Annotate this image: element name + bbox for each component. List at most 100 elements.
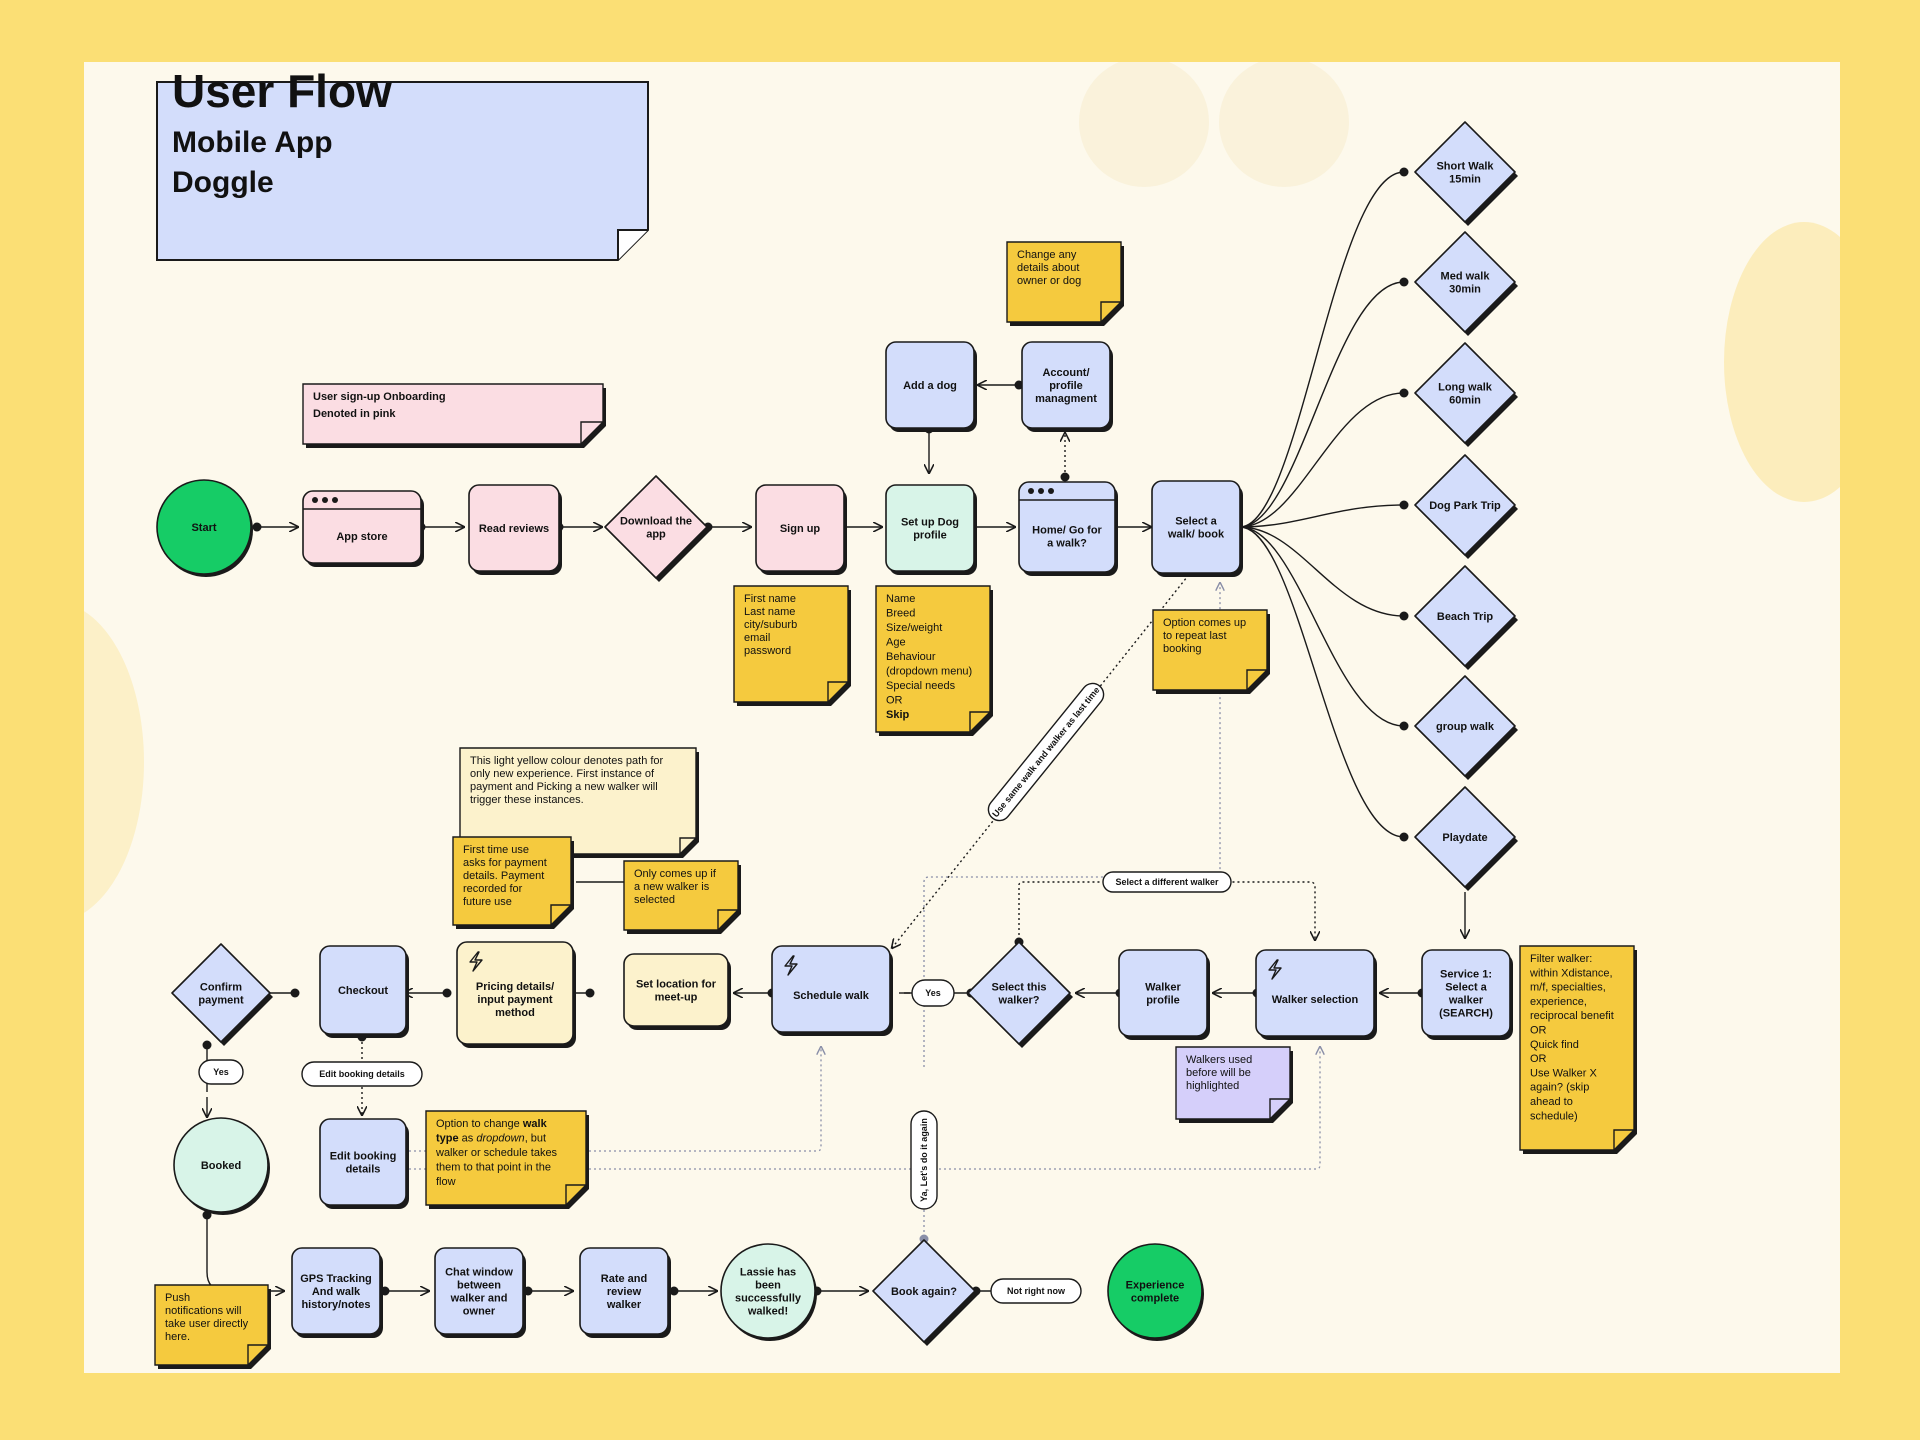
connector-dot	[585, 988, 595, 998]
yes-walker-pill-label: Yes	[925, 988, 941, 998]
lightning-icon	[1268, 959, 1282, 980]
only-new-walker-note	[623, 860, 741, 934]
title-main: User Flow	[172, 65, 392, 117]
dog-park-node-label: Dog Park Trip	[1429, 500, 1501, 512]
read-reviews-node[interactable]	[468, 484, 562, 575]
connector-dot	[290, 988, 300, 998]
short-walk-node[interactable]	[1414, 121, 1518, 226]
connector-dot	[202, 1040, 212, 1050]
light-yellow-info-note-text: This light yellow colour denotes path fo…	[470, 755, 664, 806]
edge-different-walker	[1018, 881, 1315, 980]
connector-dot	[1060, 472, 1070, 482]
checkout-node-label: Checkout	[338, 985, 388, 997]
checkout-node[interactable]	[319, 945, 409, 1038]
playdate-node[interactable]	[1414, 786, 1518, 891]
edit-booking-node[interactable]	[319, 1118, 409, 1209]
filter-walker-note-text: Filter walker:within Xdistance,m/f, spec…	[1529, 953, 1614, 1122]
title-doggle: Doggle	[172, 166, 274, 199]
book-again-node[interactable]	[872, 1239, 978, 1346]
connector-dot	[1399, 832, 1409, 842]
select-this-walker-node[interactable]	[967, 941, 1073, 1048]
lassie-node[interactable]	[720, 1243, 817, 1341]
use-same-walker-pill-label: Use same walk and walker as last time	[990, 685, 1101, 819]
playdate-node-label: Playdate	[1442, 832, 1487, 844]
experience-complete-node[interactable]	[1107, 1243, 1204, 1341]
edge-select-option-1	[1239, 171, 1405, 528]
select-walk-node[interactable]	[1151, 480, 1243, 577]
sign-up-node[interactable]	[755, 484, 847, 575]
add-dog-node-label: Add a dog	[903, 380, 957, 392]
setup-dog-node[interactable]	[885, 484, 977, 575]
edge-select-option-3	[1239, 392, 1405, 528]
start-node[interactable]	[156, 479, 253, 577]
service1-node[interactable]	[1421, 949, 1513, 1040]
background-shapes	[84, 62, 1840, 913]
set-location-node[interactable]	[623, 953, 731, 1030]
confirm-payment-node[interactable]	[171, 943, 273, 1046]
lets-do-it-pill-label: Ya, Let's do it again	[919, 1118, 929, 1202]
dog-park-node[interactable]	[1414, 454, 1518, 559]
beach-trip-node-label: Beach Trip	[1437, 611, 1494, 623]
book-again-node-label: Book again?	[891, 1286, 957, 1298]
dog-fields-note	[875, 585, 993, 736]
booked-node[interactable]	[173, 1117, 270, 1215]
connector-dot	[1399, 611, 1409, 621]
edge-select-option-7	[1239, 526, 1405, 838]
download-app-node[interactable]	[604, 475, 710, 582]
med-walk-node[interactable]	[1414, 231, 1518, 336]
schedule-walk-node[interactable]	[771, 945, 893, 1036]
app-store-node[interactable]	[302, 490, 424, 567]
user-flow-diagram: Use same walk and walker as last timeSel…	[154, 65, 1637, 1369]
pricing-node[interactable]	[456, 941, 576, 1048]
read-reviews-node-label: Read reviews	[479, 523, 549, 535]
long-walk-node[interactable]	[1414, 342, 1518, 447]
group-walk-node-label: group walk	[1436, 721, 1495, 733]
first-time-use-note	[452, 836, 574, 929]
edge-edit-schedule	[404, 1047, 821, 1152]
add-dog-node[interactable]	[885, 341, 977, 432]
yes-payment-pill: Yes	[198, 1059, 244, 1085]
sign-up-node-label: Sign up	[780, 523, 821, 535]
gps-node[interactable]	[291, 1247, 383, 1338]
group-walk-node[interactable]	[1414, 675, 1518, 780]
beach-trip-node[interactable]	[1414, 565, 1518, 670]
app-store-node-label: App store	[336, 531, 387, 543]
change-walk-type-note	[425, 1110, 589, 1209]
edge-select-option-2	[1239, 281, 1405, 528]
edge-select-option-5	[1239, 526, 1405, 617]
walker-selection-node[interactable]	[1255, 949, 1377, 1040]
select-different-walker-pill-label: Select a different walker	[1115, 877, 1219, 887]
lightning-icon	[469, 951, 483, 972]
account-node[interactable]	[1021, 341, 1113, 432]
booked-node-label: Booked	[201, 1160, 241, 1172]
filter-walker-note	[1519, 945, 1637, 1154]
not-right-now-pill-label: Not right now	[1007, 1286, 1066, 1296]
rate-node[interactable]	[579, 1247, 671, 1338]
edge-booked-gps	[206, 1215, 284, 1291]
not-right-now-pill: Not right now	[990, 1278, 1082, 1304]
start-node-label: Start	[191, 522, 216, 534]
home-node[interactable]	[1018, 481, 1118, 576]
chat-node[interactable]	[434, 1247, 526, 1338]
walker-profile-node[interactable]	[1118, 949, 1210, 1040]
push-notifications-note	[154, 1284, 271, 1369]
title-card	[156, 81, 649, 261]
